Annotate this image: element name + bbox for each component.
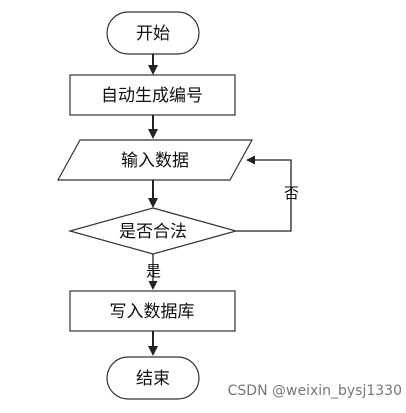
input-data-node: 输入数据 bbox=[56, 139, 254, 181]
write-db-label: 写入数据库 bbox=[110, 302, 195, 322]
generate-id-node: 自动生成编号 bbox=[69, 74, 236, 116]
end-label: 结束 bbox=[136, 369, 170, 389]
edge-yes-label: 是 bbox=[146, 262, 161, 280]
watermark: CSDN @weixin_bysj1330 bbox=[227, 383, 402, 399]
write-db-node: 写入数据库 bbox=[69, 290, 236, 332]
input-data-label: 输入数据 bbox=[121, 151, 189, 171]
check-valid-node: 是否合法 bbox=[67, 207, 239, 255]
start-node: 开始 bbox=[106, 11, 200, 55]
start-label: 开始 bbox=[136, 24, 170, 44]
edge-check-no-to-input bbox=[236, 155, 292, 232]
end-node: 结束 bbox=[106, 356, 200, 400]
check-valid-label: 是否合法 bbox=[119, 222, 187, 242]
generate-id-label: 自动生成编号 bbox=[101, 86, 203, 106]
edge-no-label: 否 bbox=[284, 184, 299, 202]
